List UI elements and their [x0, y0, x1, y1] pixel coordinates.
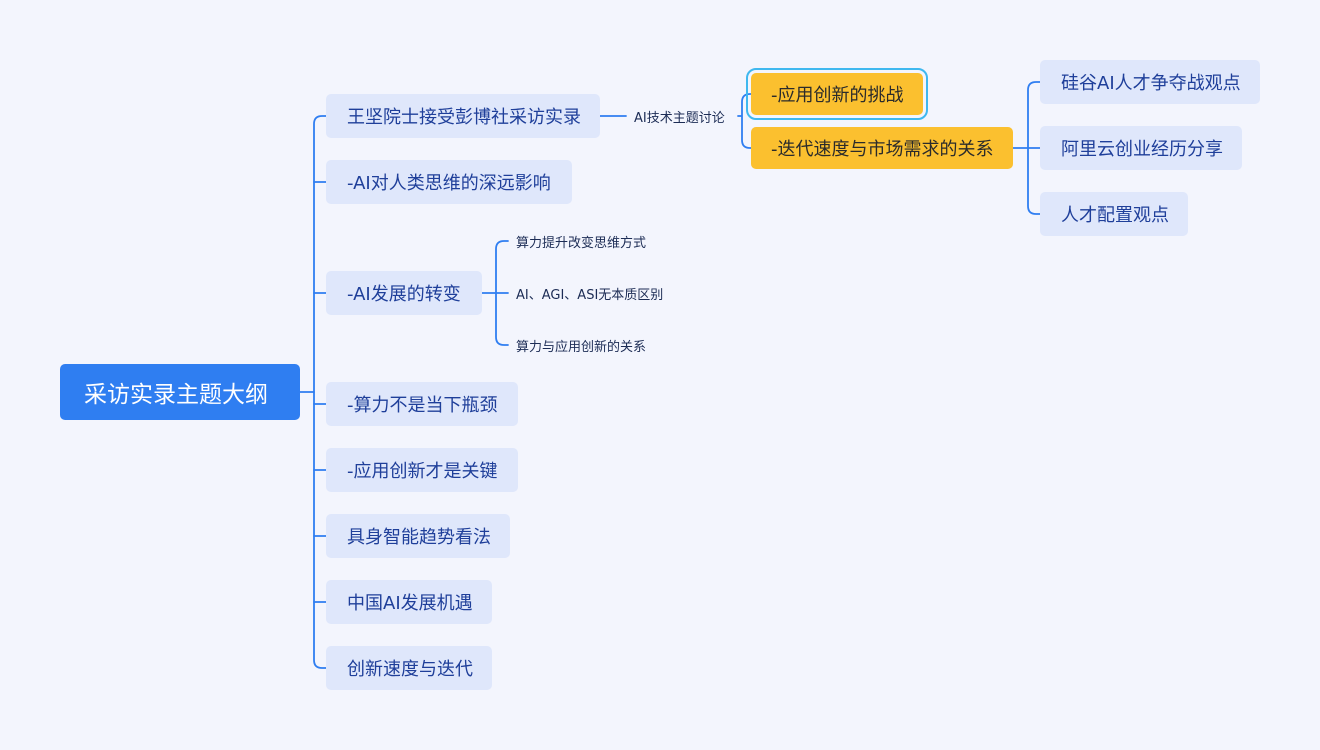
branch-application-innovation-key[interactable]: -应用创新才是关键: [326, 448, 518, 492]
subtopic-ai-discussion[interactable]: AI技术主题讨论: [634, 110, 725, 126]
topic-application-challenge[interactable]: -应用创新的挑战: [746, 68, 928, 120]
branch-ai-thinking-impact[interactable]: -AI对人类思维的深远影响: [326, 160, 572, 204]
connector-talent: [1012, 81, 1041, 215]
leaf-ai-agi-asi[interactable]: AI、AGI、ASI无本质区别: [516, 287, 664, 303]
branch-china-ai-opportunity[interactable]: 中国AI发展机遇: [326, 580, 492, 624]
branch-embodied-intelligence[interactable]: 具身智能趋势看法: [326, 514, 510, 558]
topic-iteration-market[interactable]: -迭代速度与市场需求的关系: [751, 127, 1013, 169]
root-topic[interactable]: 采访实录主题大纲: [60, 364, 300, 420]
connector-root-spine: [313, 115, 327, 669]
leaf-compute-thinking[interactable]: 算力提升改变思维方式: [516, 235, 647, 251]
branch-compute-not-bottleneck[interactable]: -算力不是当下瓶颈: [326, 382, 518, 426]
leaf-compute-application[interactable]: 算力与应用创新的关系: [516, 339, 647, 355]
branch-interview-record[interactable]: 王坚院士接受彭博社采访实录: [326, 94, 600, 138]
talent-aliyun-startup[interactable]: 阿里云创业经历分享: [1040, 126, 1242, 170]
talent-silicon-valley[interactable]: 硅谷AI人才争夺战观点: [1040, 60, 1260, 104]
branch-innovation-speed[interactable]: 创新速度与迭代: [326, 646, 492, 690]
branch-ai-shift[interactable]: -AI发展的转变: [326, 271, 482, 315]
connector-ai-shift: [481, 240, 509, 346]
connector-discussion: [737, 93, 752, 149]
talent-allocation[interactable]: 人才配置观点: [1040, 192, 1188, 236]
